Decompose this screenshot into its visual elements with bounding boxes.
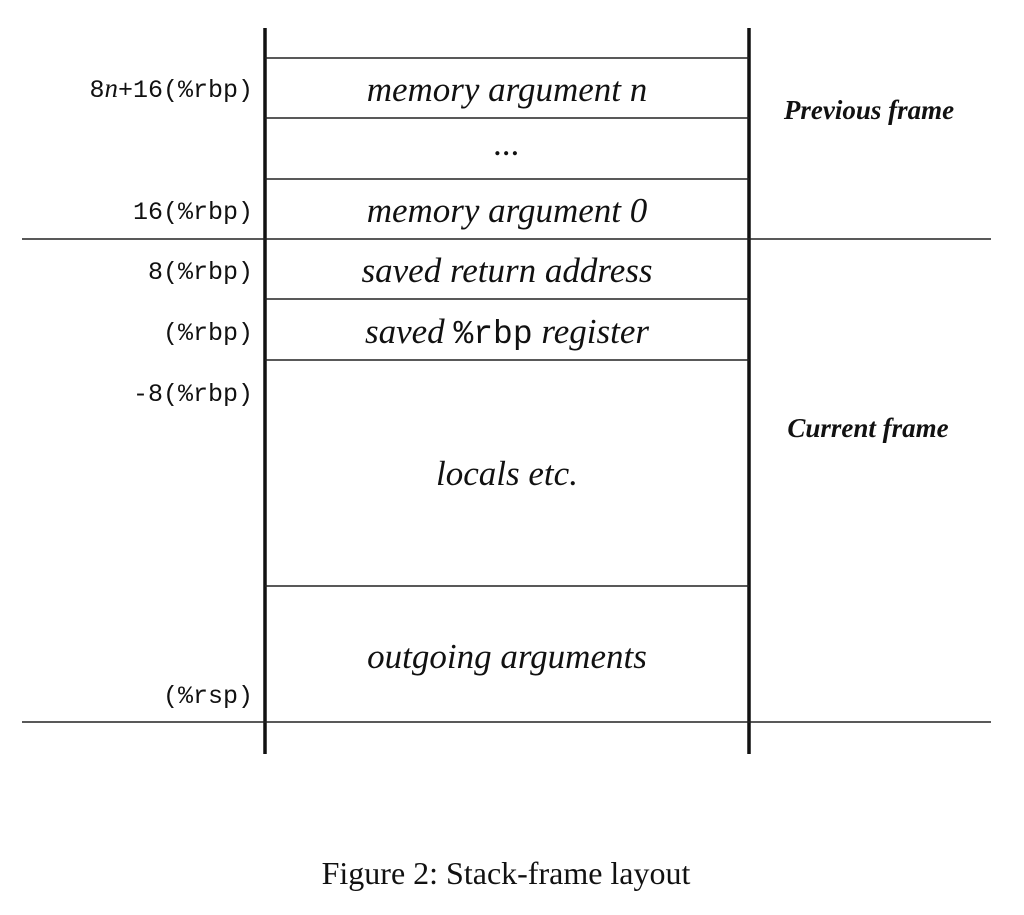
frame-label-current: Current frame xyxy=(787,413,948,443)
offset-label-rsp: (%rsp) xyxy=(163,682,253,711)
cell-locals: locals etc. xyxy=(436,454,578,493)
offset-label-mem-arg-n: 8n+16(%rbp) xyxy=(89,73,253,105)
offset-label-ret-addr: 8(%rbp) xyxy=(148,258,253,287)
cell-saved-return-address: saved return address xyxy=(362,251,653,290)
cell-memory-argument-0: memory argument 0 xyxy=(367,191,648,230)
offset-label-mem-arg-0: 16(%rbp) xyxy=(133,198,253,227)
figure-caption: Figure 2: Stack-frame layout xyxy=(322,855,691,891)
cell-ellipsis: ... xyxy=(494,124,520,163)
cell-memory-argument-n: memory argument n xyxy=(367,70,648,109)
cell-outgoing-arguments: outgoing arguments xyxy=(367,637,647,676)
cell-saved-rbp-register: saved %rbp register xyxy=(365,312,649,353)
offset-label-rbp: (%rbp) xyxy=(163,319,253,348)
offset-label-neg8: -8(%rbp) xyxy=(133,380,253,409)
frame-label-previous: Previous frame xyxy=(783,95,954,125)
